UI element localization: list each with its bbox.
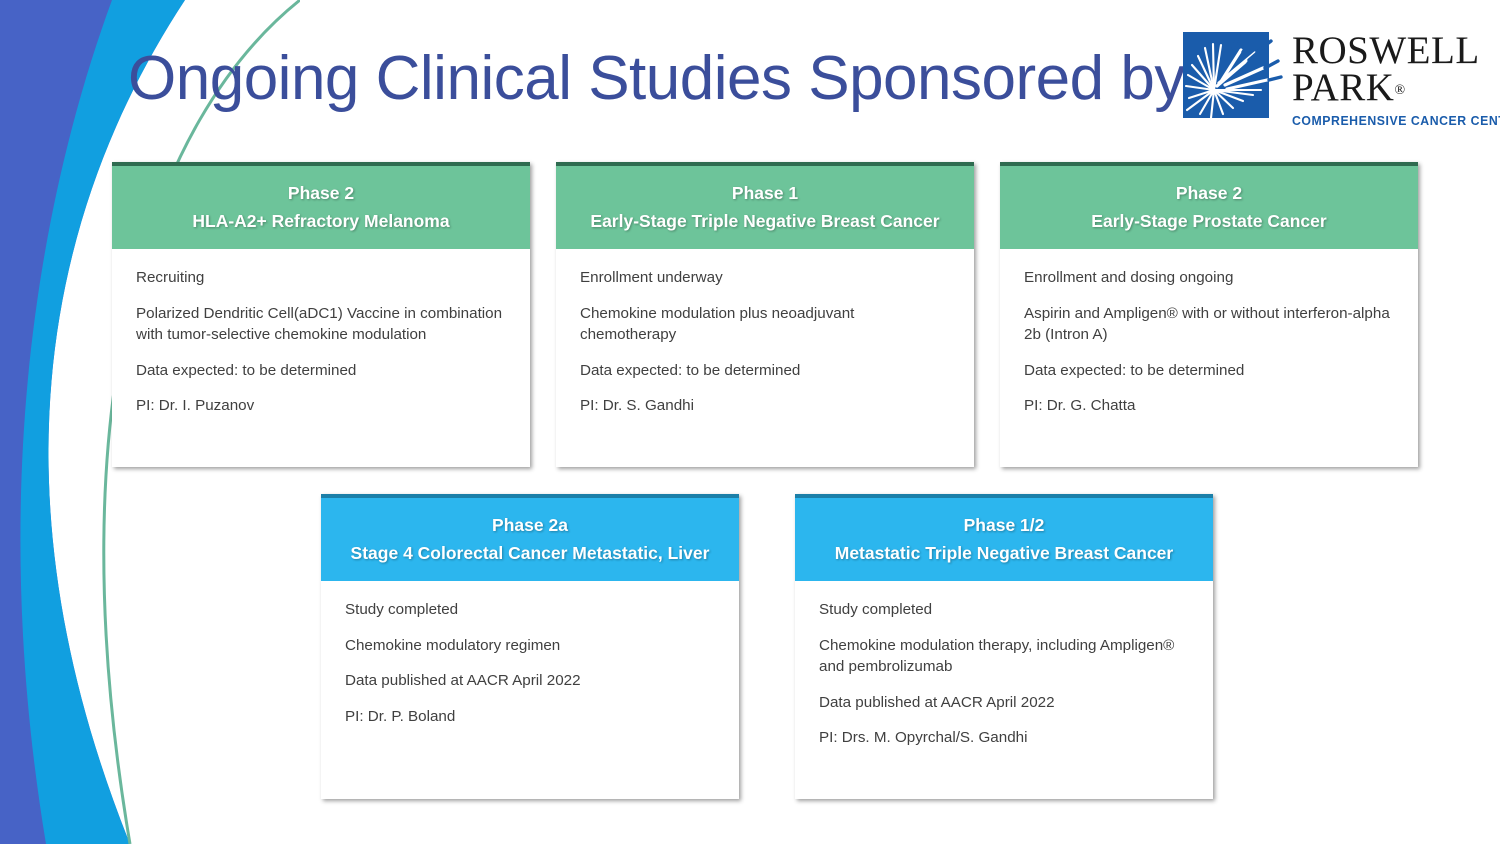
card-body: Enrollment and dosing ongoing Aspirin an… xyxy=(1000,249,1418,427)
card-description: Chemokine modulation therapy, including … xyxy=(819,636,1175,676)
card-status: Recruiting xyxy=(136,269,205,286)
card-condition: Stage 4 Colorectal Cancer Metastatic, Li… xyxy=(350,543,710,563)
logo-line-roswell: ROSWELL xyxy=(1292,29,1480,72)
starburst-icon xyxy=(1183,32,1283,120)
card-phase: Phase 2 xyxy=(287,183,355,203)
card-phase: Phase 1/2 xyxy=(963,515,1045,535)
card-status: Enrollment underway xyxy=(580,269,723,286)
card-status: Enrollment and dosing ongoing xyxy=(1024,269,1234,286)
card-condition: Early-Stage Prostate Cancer xyxy=(1091,211,1327,231)
card-investigator: PI: Dr. G. Chatta xyxy=(1024,397,1136,414)
study-card-early-stage-prostate: Phase 2 Early-Stage Prostate Cancer Enro… xyxy=(1000,162,1418,467)
logo-tagline: COMPREHENSIVE CANCER CENTER xyxy=(1292,113,1500,128)
card-body: Enrollment underway Chemokine modulation… xyxy=(556,249,974,427)
card-description: Polarized Dendritic Cell(aDC1) Vaccine i… xyxy=(136,304,503,344)
study-card-metastatic-tnbc: Phase 1/2 Metastatic Triple Negative Bre… xyxy=(795,494,1213,799)
study-card-early-stage-tnbc: Phase 1 Early-Stage Triple Negative Brea… xyxy=(556,162,974,467)
card-status: Study completed xyxy=(819,601,933,618)
logo-line-park: PARK® xyxy=(1292,66,1500,109)
card-condition: Metastatic Triple Negative Breast Cancer xyxy=(834,543,1174,563)
card-investigator: PI: Dr. S. Gandhi xyxy=(580,397,694,414)
card-body: Study completed Chemokine modulatory reg… xyxy=(321,581,739,737)
card-data-status: Data published at AACR April 2022 xyxy=(819,693,1055,711)
card-condition: Early-Stage Triple Negative Breast Cance… xyxy=(590,211,940,231)
study-card-hla-a2-melanoma: Phase 2 HLA-A2+ Refractory Melanoma Recr… xyxy=(112,162,530,467)
card-header: Phase 1/2 Metastatic Triple Negative Bre… xyxy=(795,494,1213,581)
card-data-status: Data expected: to be determined xyxy=(580,361,801,379)
logo-park-text: PARK xyxy=(1292,66,1395,109)
card-header: Phase 2 Early-Stage Prostate Cancer xyxy=(1000,162,1418,249)
card-body: Study completed Chemokine modulation the… xyxy=(795,581,1213,759)
card-phase: Phase 2a xyxy=(492,515,568,535)
card-phase: Phase 2 xyxy=(1175,183,1243,203)
card-header: Phase 2a Stage 4 Colorectal Cancer Metas… xyxy=(321,494,739,581)
card-header: Phase 2 HLA-A2+ Refractory Melanoma xyxy=(112,162,530,249)
card-condition: HLA-A2+ Refractory Melanoma xyxy=(192,211,450,231)
card-phase: Phase 1 xyxy=(731,183,799,203)
card-data-status: Data expected: to be determined xyxy=(1024,361,1245,379)
card-data-status: Data published at AACR April 2022 xyxy=(345,672,581,689)
card-investigator: PI: Dr. I. Puzanov xyxy=(136,397,255,414)
card-description: Chemokine modulation plus neoadjuvant ch… xyxy=(580,304,855,344)
study-card-stage4-colorectal: Phase 2a Stage 4 Colorectal Cancer Metas… xyxy=(321,494,739,799)
card-description: Chemokine modulatory regimen xyxy=(345,636,561,654)
card-header: Phase 1 Early-Stage Triple Negative Brea… xyxy=(556,162,974,249)
card-investigator: PI: Drs. M. Opyrchal/S. Gandhi xyxy=(819,729,1028,746)
card-description: Aspirin and Ampligen® with or without in… xyxy=(1024,304,1390,344)
card-body: Recruiting Polarized Dendritic Cell(aDC1… xyxy=(112,249,530,427)
card-status: Study completed xyxy=(345,601,459,618)
card-investigator: PI: Dr. P. Boland xyxy=(345,707,456,725)
card-data-status: Data expected: to be determined xyxy=(136,361,357,379)
logo-wordmark: ROSWELL PARK® COMPREHENSIVE CANCER CENTE… xyxy=(1292,28,1500,128)
roswell-park-logo: ROSWELL PARK® COMPREHENSIVE CANCER CENTE… xyxy=(1183,28,1500,138)
registered-mark-icon: ® xyxy=(1394,83,1406,98)
page-title: Ongoing Clinical Studies Sponsored by xyxy=(128,44,1185,113)
